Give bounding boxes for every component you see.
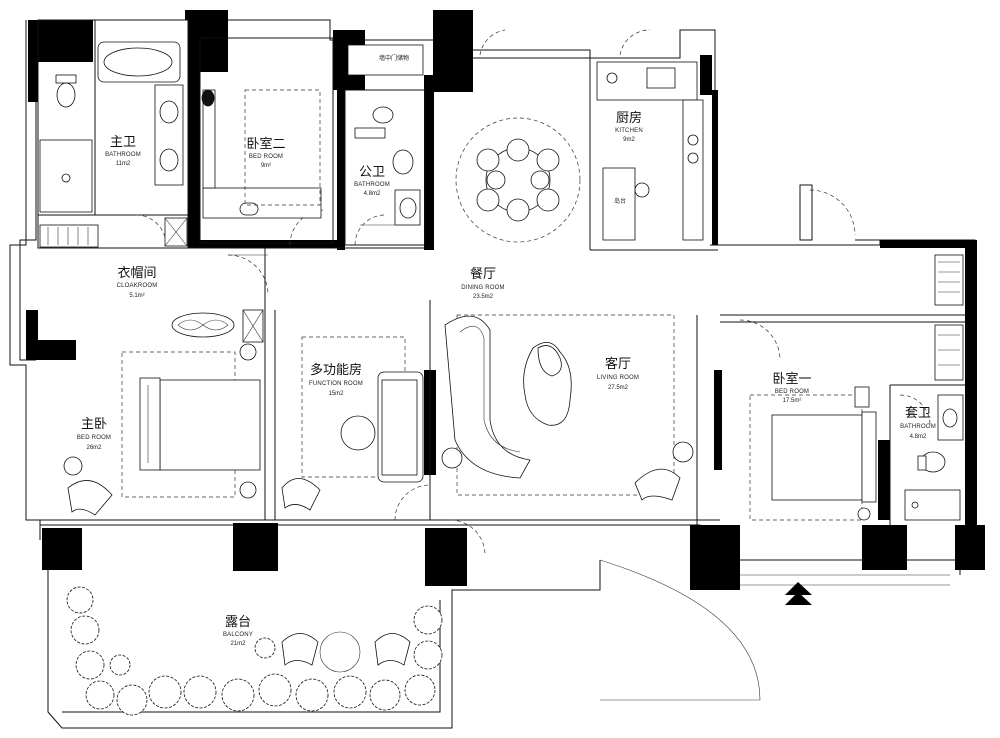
room-label-ensuite: 套卫 BATHROOM 4.8m2 (900, 405, 936, 440)
room-area: 21m2 (230, 641, 246, 647)
room-name-cn: 多功能房 (310, 362, 362, 378)
room-label-master-bath: 主卫 BATHROOM 11m2 (105, 135, 141, 167)
room-name-cn: 卧室二 (246, 136, 285, 152)
room-name-en: DINING ROOM (461, 285, 505, 291)
room-label-cloakroom: 衣帽间 CLOAKROOM 5.1m² (117, 265, 158, 299)
room-name-en: BED ROOM (775, 389, 809, 395)
interior-partitions (37, 19, 965, 525)
room-name-cn: 厨房 (616, 110, 642, 126)
room-area: 4.8m2 (910, 434, 927, 440)
cabinet-label: 墙中门储物 (379, 54, 409, 62)
room-name-cn: 主卫 (110, 135, 136, 150)
room-name-en: BATHROOM (354, 182, 390, 188)
room-name-cn: 套卫 (905, 405, 931, 421)
room-name-en: LIVING ROOM (597, 375, 639, 381)
room-label-master-bed: 主卧 BED ROOM 26m2 (77, 417, 111, 451)
room-area: 9m2 (623, 137, 635, 143)
room-area: 17.5m² (783, 398, 802, 404)
room-area: 4.8m2 (364, 191, 381, 197)
room-name-cn: 卧室一 (772, 371, 811, 387)
room-area: 26m2 (86, 445, 102, 451)
room-area: 11m2 (116, 161, 131, 167)
room-label-living: 客厅 LIVING ROOM 27.5m2 (597, 356, 639, 391)
room-name-en: BATHROOM (105, 152, 141, 158)
room-area: 9m² (261, 163, 271, 169)
room-name-en: CLOAKROOM (117, 283, 158, 289)
room-label-bedroom-2: 卧室二 BED ROOM 9m² (246, 136, 285, 169)
room-label-dining: 餐厅 DINING ROOM 23.5m2 (461, 266, 505, 300)
furniture (39, 41, 964, 673)
room-name-en: BED ROOM (249, 154, 283, 160)
room-name-cn: 餐厅 (470, 266, 496, 282)
room-label-function-room: 多功能房 FUNCTION ROOM 15m2 (309, 362, 363, 397)
room-name-en: KITCHEN (615, 128, 643, 134)
room-name-cn: 公卫 (359, 165, 385, 180)
room-name-en: FUNCTION ROOM (309, 381, 363, 387)
balcony-trees (66, 586, 443, 716)
room-label-kitchen: 厨房 KITCHEN 9m2 (615, 110, 643, 143)
island-label: 岛台 (614, 197, 626, 205)
room-name-cn: 客厅 (605, 356, 631, 372)
room-name-cn: 衣帽间 (117, 265, 156, 281)
room-name-en: BATHROOM (900, 424, 936, 430)
room-name-cn: 主卧 (81, 417, 107, 432)
room-area: 5.1m² (129, 293, 144, 299)
room-area: 27.5m2 (608, 385, 629, 391)
room-name-cn: 露台 (225, 615, 251, 630)
room-name-en: BED ROOM (77, 435, 111, 441)
room-area: 23.5m2 (473, 294, 494, 300)
room-name-en: BALCONY (223, 632, 253, 638)
room-label-public-bath: 公卫 BATHROOM 4.8m2 (354, 165, 390, 197)
room-label-bedroom-1: 卧室一 BED ROOM 17.5m² (772, 371, 811, 404)
room-label-balcony: 露台 BALCONY 21m2 (223, 615, 253, 647)
room-area: 15m2 (328, 391, 344, 397)
